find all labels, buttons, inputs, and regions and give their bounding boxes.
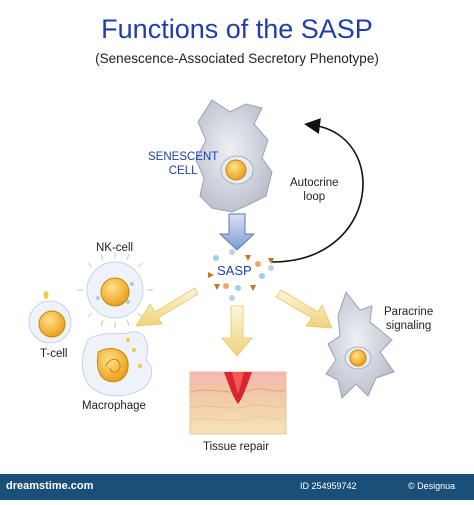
t-cell-icon <box>28 291 72 344</box>
diagram-title: Functions of the SASP <box>101 14 373 44</box>
signal-arrow-down-icon <box>221 305 253 357</box>
t-cell-label: T-cell <box>40 348 68 360</box>
signal-arrow-right-icon <box>275 289 333 329</box>
macrophage-label: Macrophage <box>82 400 146 412</box>
diagram-subtitle: (Senescence-Associated Secretory Phenoty… <box>95 51 379 66</box>
paracrine-label-line1: Paracrine <box>384 306 434 318</box>
autocrine-label-line2: loop <box>303 191 326 203</box>
secretion-arrow-icon <box>218 213 256 251</box>
footer-credit: © Designua <box>408 481 456 491</box>
nk-cell-label: NK-cell <box>96 242 134 254</box>
macrophage-icon <box>82 331 153 397</box>
autocrine-loop-arrow-icon <box>271 118 364 263</box>
footer-image-id: ID 254959742 <box>300 481 357 491</box>
senescent-label-line2: CELL <box>168 165 198 177</box>
autocrine-label-line1: Autocrine <box>290 177 339 189</box>
senescent-label-line1: SENESCENT <box>148 151 219 163</box>
signal-arrow-left-icon <box>135 287 199 327</box>
sasp-label: SASP <box>217 263 252 278</box>
tissue-repair-label: Tissue repair <box>203 441 270 453</box>
senescent-cell-icon <box>195 99 273 213</box>
paracrine-signaling-label: Paracrine signaling <box>384 305 433 333</box>
senescent-cell-label: SENESCENT CELL <box>148 150 218 178</box>
footer-logo: dreamstime.com <box>6 480 94 492</box>
autocrine-loop-label: Autocrine loop <box>290 176 339 204</box>
tissue-repair-icon <box>189 371 287 435</box>
footer-bar: dreamstime.com ID 254959742 © Designua <box>0 474 474 500</box>
sasp-particles-icon <box>208 249 274 301</box>
paracrine-label-line2: signaling <box>385 320 432 332</box>
nk-cell-icon <box>77 252 153 328</box>
target-cell-icon <box>325 290 395 399</box>
